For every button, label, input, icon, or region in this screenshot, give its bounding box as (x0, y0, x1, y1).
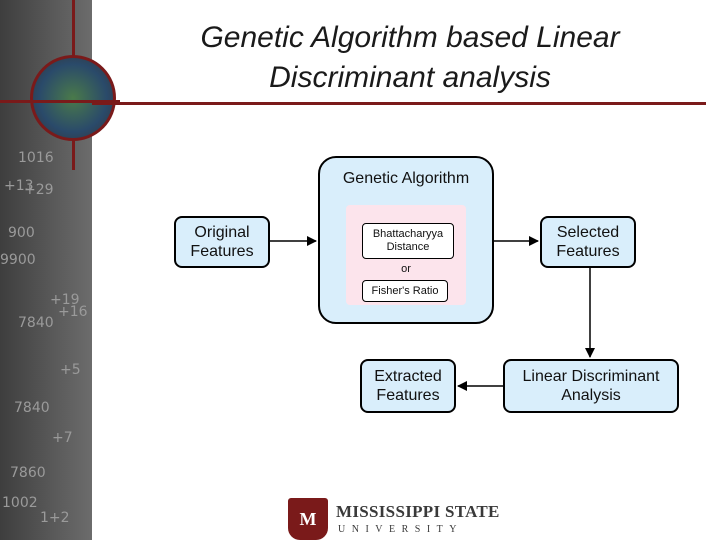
lda-box: Linear Discriminant Analysis (503, 359, 679, 413)
weather-text: +16 (58, 304, 88, 320)
or-label: or (401, 263, 411, 275)
weather-text: +5 (60, 362, 81, 378)
original-features-box: Original Features (174, 216, 270, 268)
weather-text: 9900 (0, 252, 36, 268)
logo-subtitle: UNIVERSITY (338, 524, 463, 535)
original-features-label: Original Features (190, 224, 254, 260)
title-underline (92, 102, 706, 105)
title-line-1: Genetic Algorithm based Linear (200, 21, 620, 54)
weather-text: +13 (4, 178, 34, 194)
fishers-ratio-label: Fisher's Ratio (371, 284, 439, 297)
lda-label: Linear Discriminant Analysis (522, 368, 660, 404)
weather-text: 7840 (14, 400, 50, 416)
shield-icon: M (288, 498, 328, 540)
weather-text: 1016 (18, 150, 54, 166)
weather-text: 7840 (18, 315, 54, 331)
weather-text: 1+2 (40, 510, 70, 526)
weather-text: +29 (24, 182, 54, 198)
mississippi-state-logo: M MISSISSIPPI STATE UNIVERSITY (288, 498, 500, 540)
weather-text: +7 (52, 430, 73, 446)
bhattacharyya-label: Bhattacharyya Distance (372, 228, 444, 253)
slide-title: Genetic Algorithm based Linear Discrimin… (130, 18, 690, 98)
extracted-features-box: Extracted Features (360, 359, 456, 413)
genetic-algorithm-label: Genetic Algorithm (342, 170, 470, 187)
weather-text: +19 (50, 292, 80, 308)
logo-name: MISSISSIPPI STATE (336, 502, 500, 521)
selected-features-label: Selected Features (556, 224, 620, 260)
selected-features-box: Selected Features (540, 216, 636, 268)
extracted-features-label: Extracted Features (374, 368, 442, 404)
fishers-ratio-box: Fisher's Ratio (362, 280, 448, 302)
shield-letter: M (299, 508, 317, 529)
weather-text: 7860 (10, 465, 46, 481)
title-line-2: Discriminant analysis (269, 61, 551, 94)
weather-text: 900 (8, 225, 35, 241)
satellite-globe-icon (30, 55, 116, 141)
weather-text: 1002 (2, 495, 38, 511)
crosshair-horizontal-line (0, 100, 120, 103)
bhattacharyya-box: Bhattacharyya Distance (362, 223, 454, 259)
